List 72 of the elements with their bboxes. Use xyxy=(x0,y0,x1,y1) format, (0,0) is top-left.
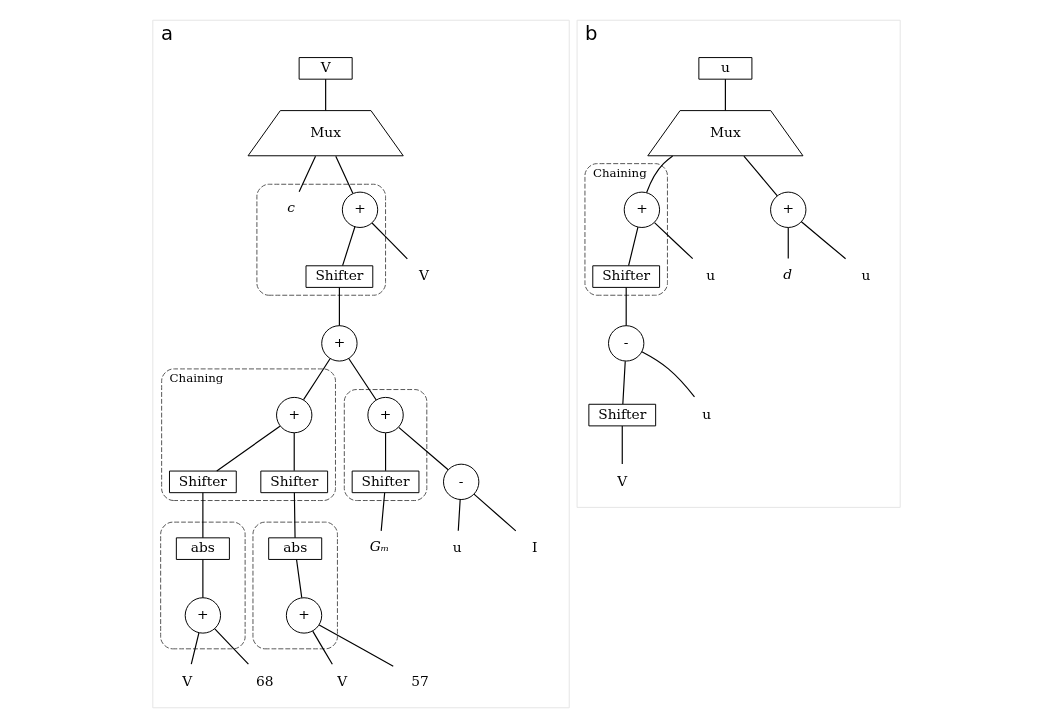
connector xyxy=(653,222,694,260)
connector xyxy=(787,227,789,260)
node-text: u xyxy=(861,267,871,284)
node-text: Gₘ xyxy=(369,538,390,555)
connector xyxy=(335,155,354,194)
connector xyxy=(202,492,204,539)
connector xyxy=(342,226,356,267)
node-circle: + xyxy=(285,597,323,634)
node-circle: + xyxy=(341,191,379,228)
connector xyxy=(190,632,200,665)
connector xyxy=(646,155,674,194)
connector xyxy=(641,351,696,398)
node-circle: - xyxy=(608,325,645,362)
node-circle: + xyxy=(321,325,358,362)
connector xyxy=(473,493,517,532)
connector xyxy=(457,498,461,532)
connector xyxy=(293,432,295,472)
connector xyxy=(216,425,281,472)
node-box: Shifter xyxy=(305,265,374,288)
node-text: u xyxy=(706,267,716,284)
connector xyxy=(348,357,377,401)
node-box: abs xyxy=(175,537,230,560)
connector xyxy=(380,492,386,532)
node-text: V xyxy=(418,267,429,284)
node-circle: + xyxy=(623,191,661,228)
connector xyxy=(202,558,204,599)
connector xyxy=(625,286,627,327)
node-text: 57 xyxy=(411,672,429,689)
connector xyxy=(214,628,249,665)
node-text: d xyxy=(783,266,793,283)
connector xyxy=(800,221,847,260)
node-box: Shifter xyxy=(592,265,661,288)
connector xyxy=(295,558,303,599)
connector xyxy=(325,78,327,112)
connector xyxy=(338,286,340,327)
node-text: 68 xyxy=(256,672,274,689)
node-box: Shifter xyxy=(588,403,657,427)
connector xyxy=(318,624,394,667)
connector xyxy=(298,155,317,193)
connector xyxy=(724,78,726,112)
connector xyxy=(398,426,449,471)
connector xyxy=(384,432,387,472)
node-text: V xyxy=(617,472,628,489)
connector xyxy=(293,492,296,539)
node-text: u xyxy=(702,405,712,422)
node-box: Shifter xyxy=(169,470,237,494)
node-circle: + xyxy=(184,597,222,634)
node-text: V xyxy=(182,672,193,689)
connector xyxy=(371,222,408,260)
cluster xyxy=(256,183,387,296)
connector xyxy=(743,155,778,197)
connector xyxy=(628,226,639,267)
node-text: V xyxy=(337,672,348,689)
node-text: c xyxy=(287,199,296,216)
node-box: abs xyxy=(268,537,323,560)
connector xyxy=(312,630,333,665)
node-circle: + xyxy=(276,396,313,434)
node-box: Shifter xyxy=(351,470,420,494)
node-box: Shifter xyxy=(260,470,329,494)
cluster xyxy=(160,521,246,650)
cluster xyxy=(343,389,428,501)
node-box: u xyxy=(698,57,753,80)
node-circle: + xyxy=(367,396,404,434)
connector xyxy=(621,425,623,465)
cluster xyxy=(252,521,338,650)
connector xyxy=(303,358,331,401)
node-text: I xyxy=(532,539,538,556)
node-circle: + xyxy=(770,191,807,228)
node-text: u xyxy=(452,539,462,556)
connector xyxy=(622,360,626,405)
node-box: V xyxy=(298,57,353,80)
node-circle: - xyxy=(443,463,480,501)
